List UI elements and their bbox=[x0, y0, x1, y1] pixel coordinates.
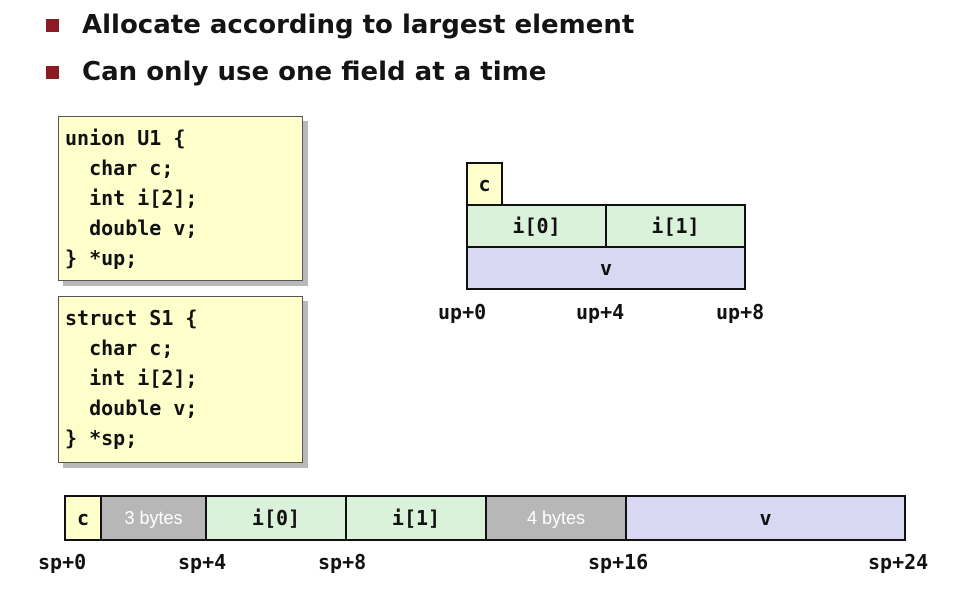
struct-offset-label: sp+0 bbox=[38, 550, 87, 574]
struct-offset-label: sp+24 bbox=[868, 550, 929, 574]
code-line: char c; bbox=[65, 336, 174, 360]
union-offset-label: up+4 bbox=[576, 300, 625, 324]
struct-offset-label: sp+4 bbox=[178, 550, 227, 574]
code-line: double v; bbox=[65, 396, 198, 420]
union-offset-label: up+8 bbox=[716, 300, 765, 324]
bullet-allocate: Allocate according to largest element bbox=[46, 10, 634, 40]
struct-offset-label: sp+8 bbox=[318, 550, 367, 574]
bullet-text: Allocate according to largest element bbox=[82, 10, 635, 40]
code-line: int i[2]; bbox=[65, 186, 198, 210]
code-line: struct S1 { bbox=[65, 306, 198, 330]
union-code-box: union U1 { char c; int i[2]; double v; }… bbox=[58, 116, 303, 281]
bullet-square-icon bbox=[46, 18, 59, 32]
struct-cell-i1: i[1] bbox=[345, 495, 487, 541]
union-cell-v: v bbox=[466, 246, 746, 290]
union-offset-label: up+0 bbox=[438, 300, 487, 324]
struct-cell-i0: i[0] bbox=[205, 495, 347, 541]
struct-code-box: struct S1 { char c; int i[2]; double v; … bbox=[58, 296, 303, 463]
code-line: } *sp; bbox=[65, 426, 138, 450]
code-line: int i[2]; bbox=[65, 366, 198, 390]
code-line: union U1 { bbox=[65, 126, 186, 150]
bullet-one-field: Can only use one field at a time bbox=[46, 57, 546, 87]
code-line: double v; bbox=[65, 216, 198, 240]
bullet-text: Can only use one field at a time bbox=[82, 57, 547, 87]
code-line: char c; bbox=[65, 156, 174, 180]
bullet-square-icon bbox=[46, 65, 59, 79]
struct-cell-padding-4: 4 bytes bbox=[485, 495, 627, 541]
struct-cell-padding-3: 3 bytes bbox=[100, 495, 207, 541]
struct-cell-c: c bbox=[64, 495, 102, 541]
code-line: } *up; bbox=[65, 246, 138, 270]
struct-offset-label: sp+16 bbox=[588, 550, 649, 574]
union-cell-i1: i[1] bbox=[605, 204, 746, 248]
union-cell-c: c bbox=[466, 162, 503, 206]
struct-cell-v: v bbox=[625, 495, 906, 541]
union-cell-i0: i[0] bbox=[466, 204, 607, 248]
